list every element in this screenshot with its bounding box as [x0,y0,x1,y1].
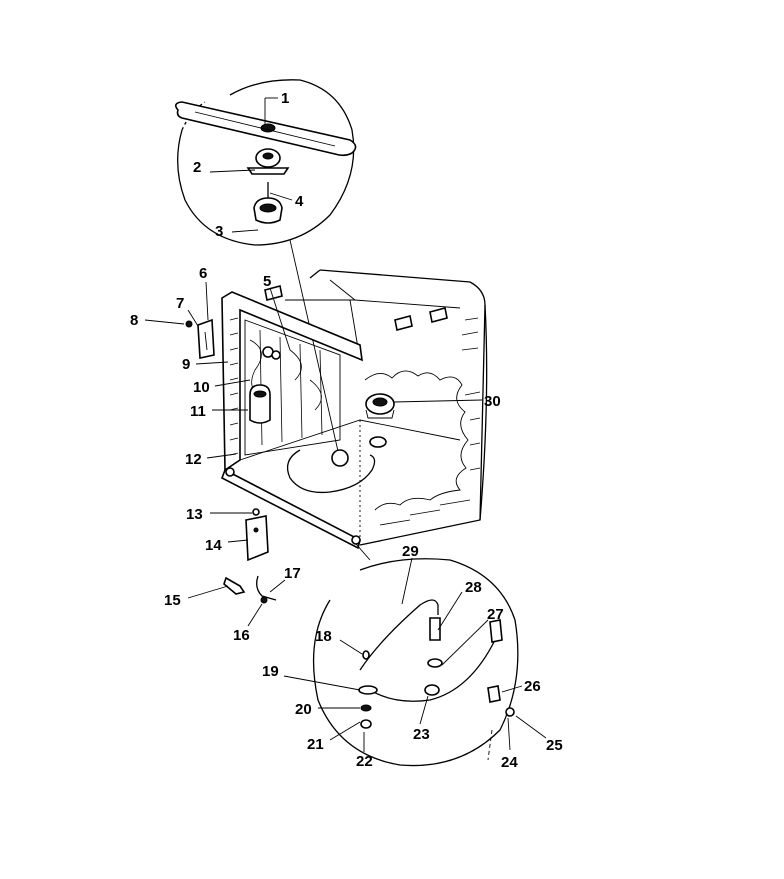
heater-detail [312,543,519,767]
callout-26: 26 [501,678,541,695]
mounting-bracket-part [245,508,269,562]
callout-18-label: 18 [315,628,332,645]
spray-arm-support-part [253,197,283,224]
linkage-part [256,575,277,604]
callout-10: 10 [193,379,251,396]
screw-part [185,320,193,328]
callout-6-label: 6 [199,265,207,282]
callout-23: 23 [413,695,430,743]
callout-28-label: 28 [465,579,482,596]
callout-22: 22 [356,732,373,770]
callout-9-label: 9 [182,356,190,373]
hinge-bracket-part [197,318,215,359]
callout-25: 25 [515,715,563,754]
callout-2: 2 [193,159,256,176]
callout-18: 18 [315,628,363,655]
callout-6: 6 [199,265,209,321]
callout-12: 12 [185,451,237,468]
callout-30: 30 [393,393,501,410]
callout-21: 21 [307,721,361,753]
callout-3-label: 3 [215,223,223,240]
callout-4: 4 [269,192,304,210]
callout-1-label: 1 [281,90,289,107]
callout-14-label: 14 [205,537,222,554]
callout-11: 11 [190,403,248,420]
callout-17-label: 17 [284,565,301,582]
spray-arm-detail [174,79,357,461]
spray-arm-part [174,101,357,157]
callout-25-label: 25 [546,737,563,754]
callout-13: 13 [186,506,252,523]
callout-29-label: 29 [402,543,419,560]
callout-15-label: 15 [164,592,181,609]
callout-30-label: 30 [484,393,501,410]
callout-29: 29 [401,543,419,605]
callout-22-label: 22 [356,753,373,770]
callout-17: 17 [269,565,301,593]
callout-24-label: 24 [501,754,518,771]
pump-assembly-part [365,393,395,419]
callout-11-label: 11 [190,403,206,420]
callout-16-label: 16 [233,627,250,644]
callout-2-label: 2 [193,159,201,176]
callout-9: 9 [182,356,229,373]
callout-14: 14 [205,537,249,554]
callout-27-label: 27 [487,606,504,623]
callout-27: 27 [441,606,504,666]
callout-3: 3 [215,223,259,240]
callout-5-label: 5 [263,273,271,290]
callout-20-label: 20 [295,701,312,718]
callout-7-label: 7 [176,295,184,312]
callout-5: 5 [263,273,291,351]
callout-16: 16 [233,603,263,644]
callout-28: 28 [437,579,482,631]
spray-arm-hub-part [246,148,290,175]
lever-part [223,576,246,595]
callout-20: 20 [295,701,360,718]
callout-21-label: 21 [307,736,324,753]
callout-8: 8 [130,312,185,329]
callout-10-label: 10 [193,379,210,396]
tub-assembly [221,269,488,550]
callout-19-label: 19 [262,663,279,680]
callout-19: 19 [262,663,361,691]
callout-7: 7 [176,295,199,327]
dispenser-part [249,384,271,424]
callout-26-label: 26 [524,678,541,695]
callout-12-label: 12 [185,451,202,468]
callout-8-label: 8 [130,312,138,329]
callout-23-label: 23 [413,726,430,743]
callout-13-label: 13 [186,506,203,523]
callout-1: 1 [264,90,289,124]
callout-24: 24 [501,717,518,771]
callout-4-label: 4 [295,193,304,210]
callout-15: 15 [164,585,229,609]
